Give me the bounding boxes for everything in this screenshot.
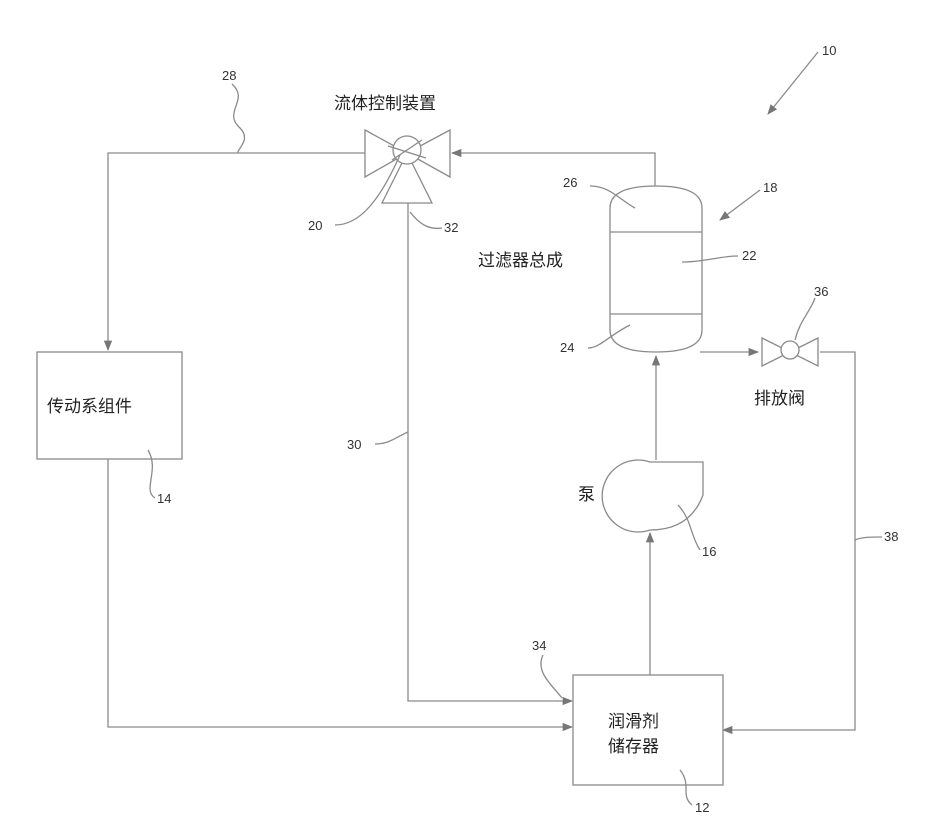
system-ref-arrow [768, 52, 818, 114]
label-reservoir-line2: 储存器 [608, 737, 659, 757]
ref-28: 28 [222, 68, 236, 83]
ref-12: 12 [695, 800, 709, 815]
leader-34 [541, 655, 562, 698]
line-28-valve-to-drivetrain [108, 153, 365, 350]
ref-30: 30 [347, 437, 361, 452]
ref-16: 16 [702, 544, 716, 559]
fluid-control-valve [365, 130, 450, 203]
label-filter-assembly: 过滤器总成 [478, 251, 563, 271]
ref-34: 34 [532, 638, 546, 653]
ref-20: 20 [308, 218, 322, 233]
label-drivetrain: 传动系组件 [47, 397, 132, 417]
ref-32: 32 [444, 220, 458, 235]
label-reservoir-line1: 润滑剂 [608, 712, 659, 732]
leader-36 [795, 298, 815, 340]
line-filter-to-valve [452, 153, 655, 190]
filter-assembly [610, 186, 702, 352]
ref-36: 36 [814, 284, 828, 299]
filter-ref-arrow [720, 190, 760, 220]
leader-28 [232, 84, 245, 153]
ref-24: 24 [560, 340, 574, 355]
ref-22: 22 [742, 248, 756, 263]
label-pump: 泵 [578, 485, 595, 505]
line-drivetrain-to-reservoir [108, 459, 572, 727]
label-drain-valve: 排放阀 [754, 389, 805, 409]
line-30-valve-to-reservoir [408, 202, 572, 701]
drain-valve [762, 338, 818, 366]
ref-18: 18 [763, 180, 777, 195]
leader-38 [855, 537, 882, 540]
leader-30 [375, 432, 408, 444]
label-fluid-control: 流体控制装置 [334, 94, 436, 114]
ref-14: 14 [157, 491, 171, 506]
leader-32 [410, 212, 442, 228]
ref-10: 10 [822, 43, 836, 58]
ref-38: 38 [884, 529, 898, 544]
ref-26: 26 [563, 175, 577, 190]
